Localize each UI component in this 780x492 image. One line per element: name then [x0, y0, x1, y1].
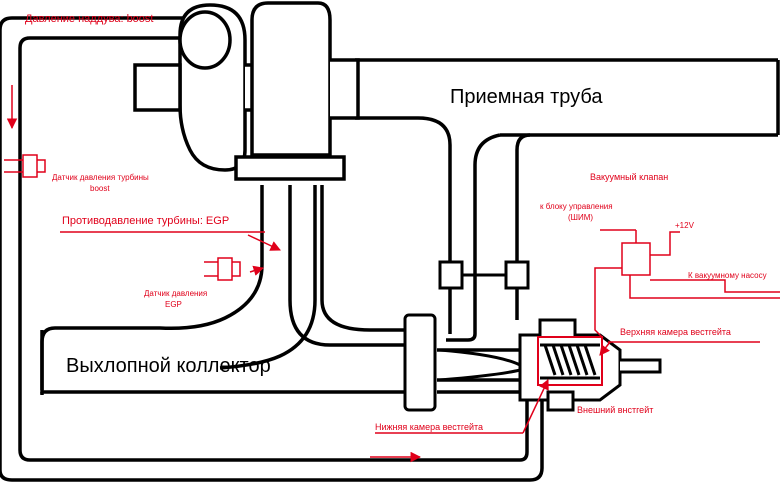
vacuum-pump-label: К вакуумному насосу: [688, 271, 767, 280]
manifold-label: Выхлопной коллектор: [66, 355, 271, 377]
boost-line-inner: [18, 36, 529, 462]
to-ecu-line2: (ШИМ): [568, 213, 593, 222]
wastegate-spring-icon: [540, 343, 600, 380]
downpipe-label: Приемная труба: [450, 86, 603, 108]
turbine-pipe-inner: [219, 185, 317, 370]
turbocharger-icon: [133, 1, 360, 181]
turbine-pipe-inner-right: [320, 185, 404, 332]
turbine-pipe-inner-right2: [288, 185, 404, 347]
boost-sensor-line2: boost: [90, 184, 110, 193]
boost-sensor-line1: Датчик давления турбины: [52, 173, 149, 182]
boost-line-outer: [0, 16, 544, 482]
flange-icon: [403, 260, 530, 412]
flow-arrow-icon: [6, 85, 760, 463]
boost-pressure-label: Давление наддува: boost: [25, 13, 153, 25]
lower-chamber-label: Нижняя камера вестгейта: [375, 422, 483, 432]
egp-sensor-line1: Датчик давления: [144, 289, 207, 298]
downpipe-bottom-left: [355, 116, 452, 290]
wastegate-outlet-right: [515, 133, 531, 151]
upper-chamber-label: Верхняя камера вестгейта: [620, 327, 731, 337]
vacuum-valve-label: Вакуумный клапан: [590, 172, 668, 182]
turbine-pipe-outer: [40, 185, 264, 390]
plus12v-label: +12V: [675, 221, 695, 230]
wastegate-chamber-outline: [537, 336, 603, 386]
external-wastegate-label: Внешний внстгейт: [577, 405, 653, 415]
egp-sensor-line2: EGP: [165, 300, 182, 309]
solenoid-valve-icon: [594, 229, 780, 339]
pipe-network: [0, 16, 780, 482]
to-ecu-label: к блоку управления (ШИМ): [540, 202, 615, 222]
boost-sensor-label: Датчик давления турбины boost: [52, 173, 151, 193]
downpipe-branch: [446, 133, 501, 342]
pressure-sensor-icon: [4, 154, 241, 281]
egp-sensor-label: Датчик давления EGP: [144, 289, 209, 309]
to-ecu-line1: к блоку управления: [540, 202, 613, 211]
egp-label: Противодавление турбины: EGP: [62, 215, 229, 227]
